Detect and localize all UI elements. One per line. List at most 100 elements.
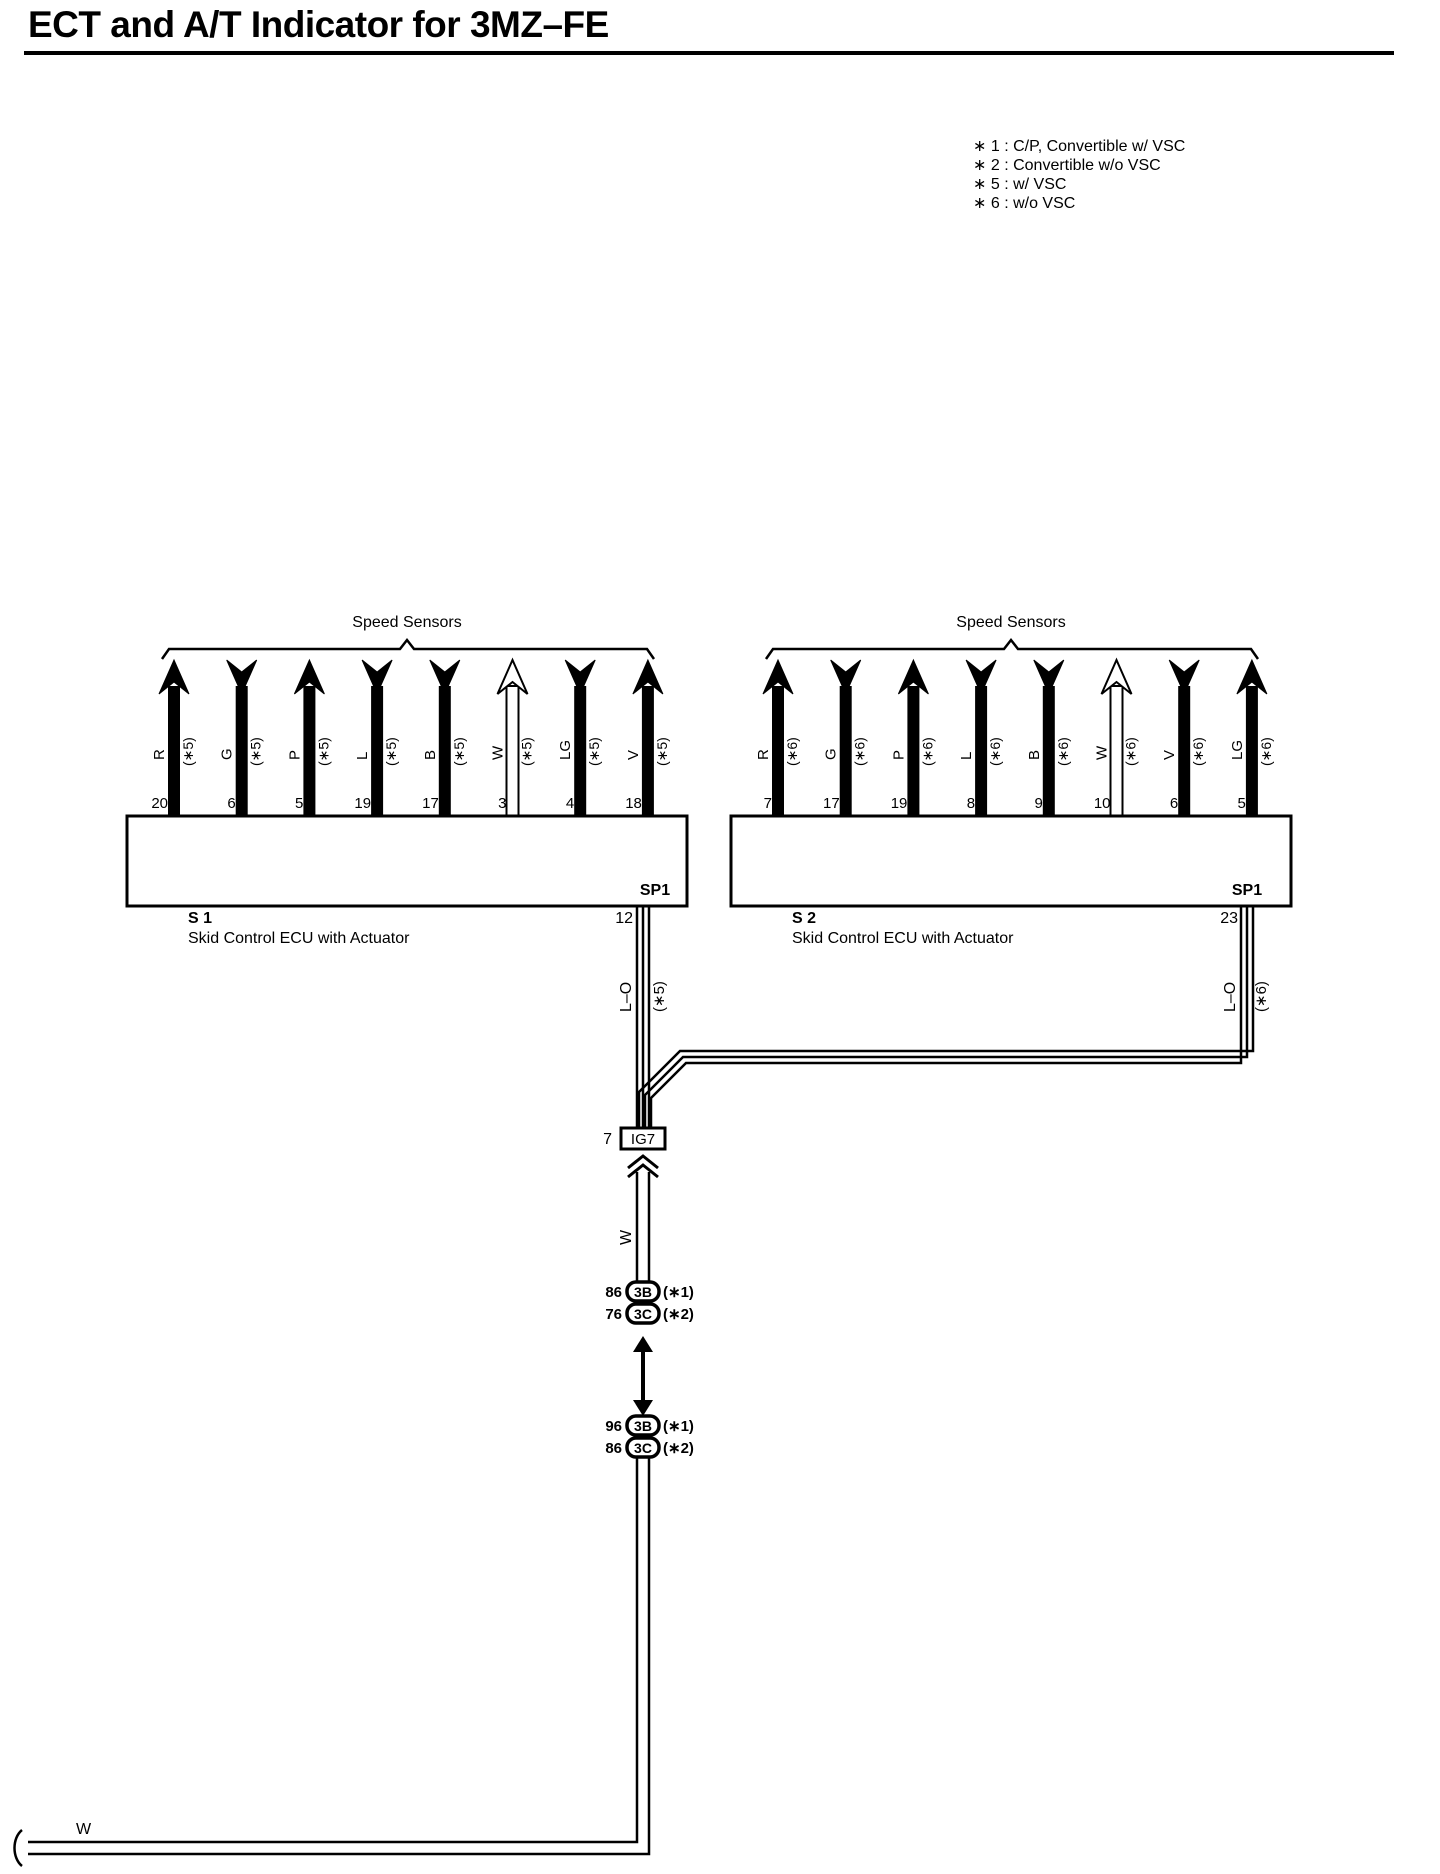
junction-code: IG7 — [631, 1131, 655, 1148]
connector-bottom-note-2: (∗2) — [663, 1440, 694, 1457]
wire-note-label: (∗6) — [1055, 737, 1071, 766]
arrow-down-icon — [564, 659, 596, 696]
pin-number: 6 — [227, 795, 235, 812]
wire-color-label: P — [286, 750, 303, 760]
wire-note-label: (∗6) — [852, 737, 868, 766]
ecu2-terminal-8: LG(∗6)5FL+ — [1229, 658, 1274, 840]
connector-top-code-1: 3B — [634, 1284, 652, 1300]
sensor-wire — [303, 686, 316, 816]
connector-top-note-1: (∗1) — [663, 1284, 694, 1301]
connector-bottom: 3B 3C 96 86 (∗1) (∗2) — [605, 1414, 694, 1459]
notes-legend: ∗ 1 : C/P, Convertible w/ VSC ∗ 2 : Conv… — [973, 138, 1185, 212]
wire-note-label: (∗5) — [248, 737, 264, 766]
wire-color-label: V — [1161, 750, 1178, 760]
note-4: ∗ 6 : w/o VSC — [973, 195, 1075, 212]
arrow-up-icon — [897, 658, 929, 695]
note-3: ∗ 5 : w/ VSC — [973, 176, 1066, 193]
sensor-wire — [1042, 686, 1055, 816]
connector-bottom-pin-2: 86 — [605, 1440, 622, 1457]
ecu2-terminal-3: P(∗6)19RR+ — [890, 658, 935, 840]
ecu1-output-terminal: SP1 — [640, 882, 670, 899]
arrow-down-icon — [361, 659, 393, 696]
note-2: ∗ 2 : Convertible w/o VSC — [973, 157, 1161, 174]
ecu1-terminal-4: L(∗5)19RR– — [354, 659, 399, 840]
sensor-wire — [574, 686, 587, 816]
ecu2-terminal-7: V(∗6)6FL– — [1161, 659, 1206, 840]
sensor-wire — [1178, 686, 1191, 816]
sensor-wire — [772, 686, 784, 816]
connector-top-note-2: (∗2) — [663, 1306, 694, 1323]
arrow-down-icon — [830, 659, 862, 696]
sensor-wire — [975, 686, 988, 816]
wire-note-label: (∗5) — [383, 737, 399, 766]
wire-note-label: (∗5) — [180, 737, 196, 766]
ecu2-group-label: Speed Sensors — [956, 614, 1065, 631]
ecu1-name: Skid Control ECU with Actuator — [188, 930, 410, 947]
ecu1-box: SP1 S 1 Skid Control ECU with Actuator 1… — [125, 814, 689, 947]
pin-number: 19 — [354, 795, 371, 812]
pin-number: 8 — [967, 795, 975, 812]
connector-top-pin-2: 76 — [605, 1306, 622, 1323]
wire-note-label: (∗5) — [586, 737, 602, 766]
arrow-down-icon — [1033, 659, 1065, 696]
ecu1-sensor-bracket: Speed Sensors — [160, 614, 656, 660]
arrow-up-icon — [1100, 657, 1133, 695]
sensor-wire — [168, 686, 180, 816]
junction-pin: 7 — [603, 1131, 612, 1148]
wire-color-label: V — [625, 750, 642, 760]
connector-bottom-note-1: (∗1) — [663, 1418, 694, 1435]
ecu1-terminal-6: W(∗5)3FR+ — [490, 657, 535, 840]
sensor-wire — [235, 686, 248, 816]
arrow-down-icon — [1168, 659, 1200, 696]
ecu2-output-pin: 23 — [1220, 910, 1238, 927]
note-1: ∗ 1 : C/P, Convertible w/ VSC — [973, 138, 1185, 155]
ecu1-group-label: Speed Sensors — [352, 614, 461, 631]
connector-bottom-code-2: 3C — [634, 1440, 652, 1456]
wire-color-label: B — [422, 750, 439, 760]
wire-color-label: G — [219, 748, 236, 760]
wire-w-label: W — [618, 1229, 635, 1245]
ecu2-output-wire — [637, 906, 1255, 1128]
wire-note-label: (∗5) — [654, 737, 670, 766]
wire-color-label: R — [755, 749, 772, 760]
pin-number: 20 — [151, 795, 168, 812]
wire-continuation-mark — [13, 1829, 23, 1867]
connector-bottom-pin-1: 96 — [605, 1418, 622, 1435]
pin-number: 17 — [823, 795, 840, 812]
ecu1-code: S 1 — [188, 910, 212, 927]
wire-color-label: L — [958, 752, 975, 760]
junction-ig7: IG7 7 — [603, 1126, 667, 1151]
bottom-wire-label: W — [76, 1821, 92, 1838]
ecu2-sensor-bracket: Speed Sensors — [764, 614, 1260, 660]
wire-color-label: W — [1094, 745, 1111, 760]
sensor-wire — [505, 685, 520, 817]
wire-color-label: P — [890, 750, 907, 760]
ecu2-sensor-wires: R(∗6)7RL+G(∗6)17RL–P(∗6)19RR+L(∗6)8RR–B(… — [755, 657, 1274, 840]
ecu2-terminal-5: B(∗6)9FR– — [1026, 659, 1071, 840]
sensor-wire — [371, 686, 384, 816]
wire-color-label: G — [823, 748, 840, 760]
wire-note-label: (∗6) — [987, 737, 1003, 766]
sensor-wire — [1245, 686, 1258, 816]
pin-number: 17 — [422, 795, 439, 812]
connector-top-pin-1: 86 — [605, 1284, 622, 1301]
wire-color-label: L — [354, 752, 371, 760]
wire-color-label: LG — [557, 740, 574, 760]
page-title: ECT and A/T Indicator for 3MZ–FE — [28, 4, 609, 45]
title-rule — [24, 51, 1394, 55]
wire-note-label: (∗6) — [1258, 737, 1274, 766]
ecu2-output-terminal: SP1 — [1232, 882, 1262, 899]
wire-color-label: LG — [1229, 740, 1246, 760]
wire-color-label: W — [490, 745, 507, 760]
wire-color-label: R — [151, 749, 168, 760]
connector-link — [633, 1336, 653, 1416]
ecu1-terminal-5: B(∗5)17FR– — [422, 659, 467, 840]
pin-number: 18 — [625, 795, 642, 812]
pin-number: 4 — [566, 795, 574, 812]
sensor-wire — [839, 686, 852, 816]
wire-note-label: (∗6) — [784, 737, 800, 766]
ecu1-output-wire-note: (∗5) — [651, 981, 668, 1012]
pin-number: 6 — [1170, 795, 1178, 812]
pin-number: 10 — [1094, 795, 1111, 812]
